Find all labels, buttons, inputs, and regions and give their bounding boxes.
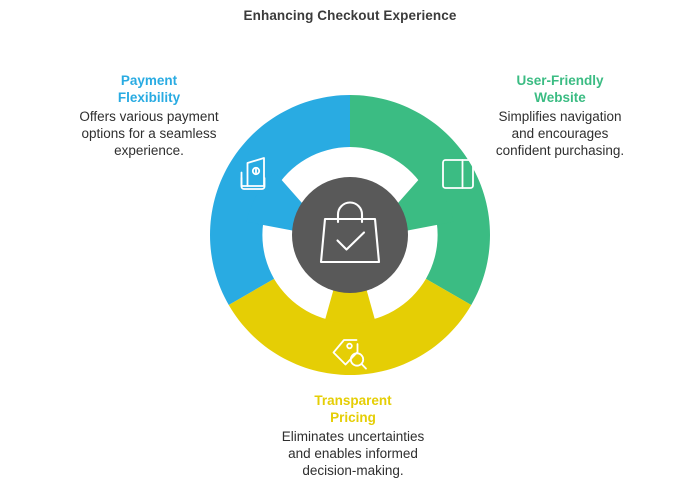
callout-user-friendly-website: User-Friendly Website Simplifies navigat… <box>486 72 634 159</box>
callout-title-line2: Website <box>534 90 586 106</box>
callout-title-line2: Pricing <box>330 410 376 426</box>
callout-body-user-friendly-website: Simplifies navigation and encourages con… <box>495 108 625 159</box>
wallet-money-icon <box>240 157 266 190</box>
page-title: Enhancing Checkout Experience <box>243 8 457 23</box>
callout-title-transparent-pricing: Transparent Pricing <box>278 392 428 427</box>
callout-title-payment-flexibility: Payment Flexibility <box>78 72 220 107</box>
callout-title-line1: Transparent <box>314 393 392 408</box>
shopping-bag-check-icon <box>319 201 381 264</box>
callout-title-user-friendly-website: User-Friendly Website <box>486 72 634 107</box>
segment-payment-flexibility[interactable] <box>210 95 350 305</box>
center-hub[interactable] <box>292 177 408 293</box>
callout-transparent-pricing: Transparent Pricing Eliminates uncertain… <box>278 392 428 479</box>
callout-title-line2: Flexibility <box>117 90 181 106</box>
price-tag-search-icon <box>332 339 367 370</box>
segment-user-friendly-website[interactable] <box>350 95 490 305</box>
callout-body-transparent-pricing: Eliminates uncertainties and enables inf… <box>281 428 425 479</box>
callout-payment-flexibility: Payment Flexibility Offers various payme… <box>78 72 220 159</box>
callout-body-payment-flexibility: Offers various payment options for a sea… <box>79 108 219 159</box>
callout-title-line1: Payment <box>120 73 178 88</box>
callout-title-line1: User-Friendly <box>516 73 604 88</box>
browser-window-icon <box>442 159 474 189</box>
